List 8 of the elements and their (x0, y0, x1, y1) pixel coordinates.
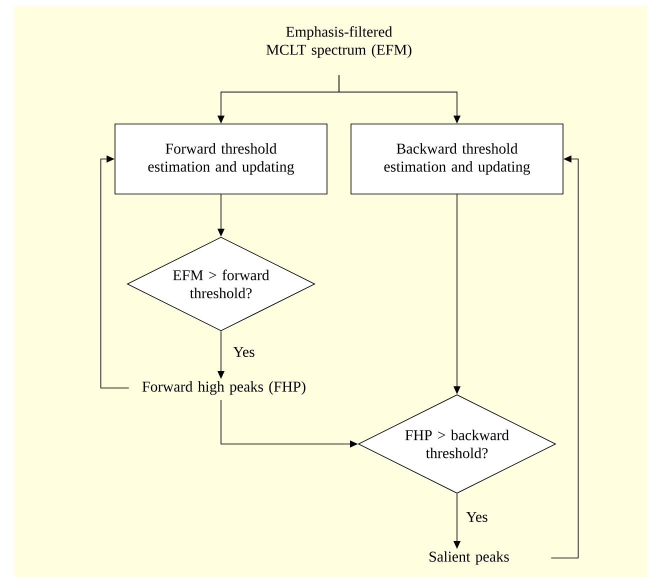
input-text: Emphasis-filtered MCLT spectrum (EFM) (266, 26, 412, 58)
edge-label: Yes (465, 511, 489, 523)
process-box: Backward threshold estimation and updating (350, 124, 564, 194)
arrow (100, 155, 130, 388)
process-box: Forward threshold estimation and updating (114, 124, 328, 194)
output-text: Salient peaks (430, 551, 509, 565)
edge-label: Yes (232, 346, 256, 358)
output-text: Forward high peaks (FHP) (142, 381, 306, 395)
